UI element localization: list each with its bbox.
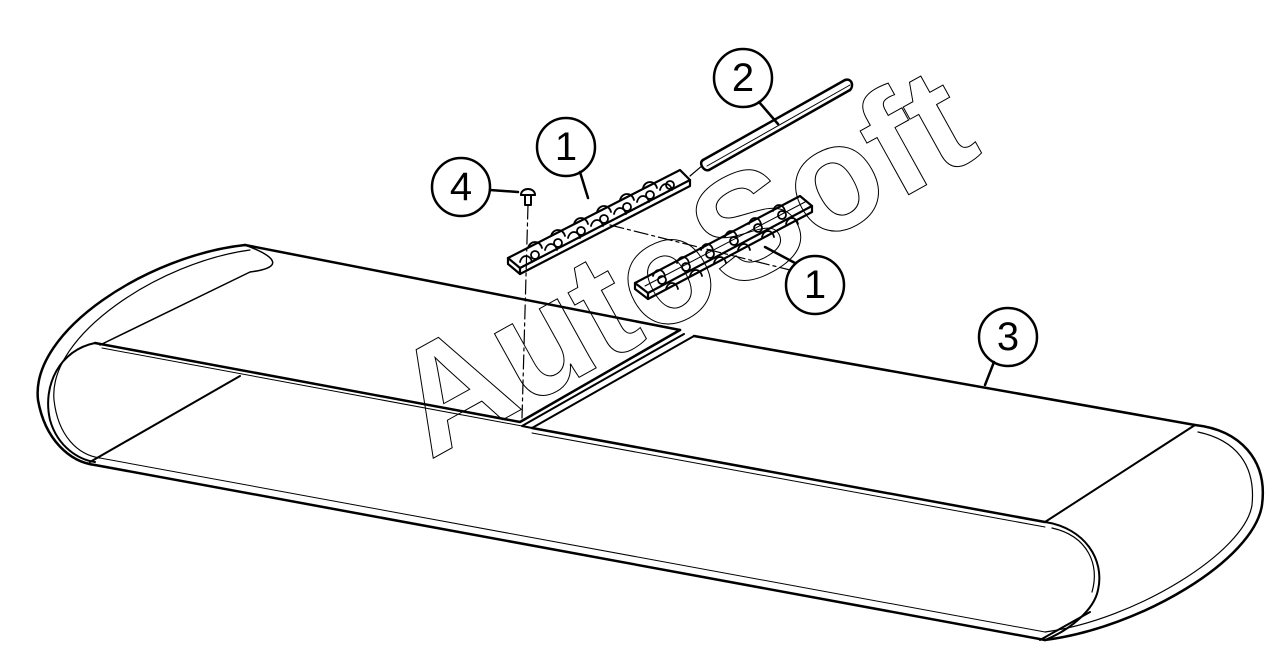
conveyor-belt — [36, 243, 1265, 642]
callout-rivet-label: 4 — [450, 165, 472, 209]
belt-top-right-back-edge — [692, 334, 1197, 427]
callout-clip-right-label: 1 — [804, 263, 826, 307]
belt-bottom-front-edge — [93, 463, 1047, 642]
belt-right-end-inner — [1044, 521, 1101, 641]
belt-splice-seam — [521, 333, 695, 429]
belt-top-left-back-edge — [243, 243, 682, 332]
fastener-clip-right — [633, 194, 814, 301]
callout-clip-right: 1 — [763, 245, 846, 316]
assembly-center-lines — [521, 164, 791, 419]
belt-left-end-inner — [47, 342, 96, 463]
belt-top-left-front-edge — [93, 328, 682, 424]
watermark-text: AutoSoft — [364, 34, 999, 488]
callout-pin: 2 — [712, 47, 780, 126]
callout-rivet: 4 — [430, 156, 520, 218]
fastener-clip-left — [506, 168, 692, 276]
belt-bottom-back-edge — [89, 375, 241, 463]
hinge-pin — [699, 78, 854, 172]
callout-belt: 3 — [977, 306, 1039, 387]
callout-clip-left: 1 — [535, 116, 597, 200]
belt-right-end-outer — [1043, 423, 1265, 642]
callout-pin-label: 2 — [732, 56, 754, 100]
callout-clip-left-label: 1 — [555, 125, 577, 169]
rivet — [520, 188, 536, 206]
belt-left-end-outer — [36, 243, 247, 467]
callout-belt-label: 3 — [997, 315, 1019, 359]
belt-top-right-front-edge — [530, 426, 1047, 524]
